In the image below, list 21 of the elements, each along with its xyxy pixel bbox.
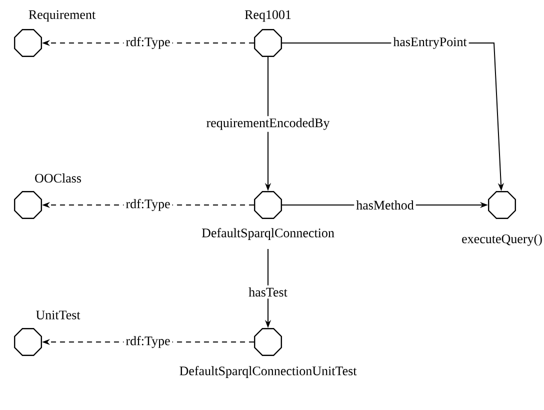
octagon-node: Req1001 <box>244 10 291 57</box>
edge-label: hasTest <box>246 285 290 299</box>
edge-label: rdf:Type <box>124 35 172 51</box>
octagon-node: DefaultSparqlConnection <box>202 191 334 240</box>
octagon-node: Requirement <box>14 10 96 57</box>
node-label: Req1001 <box>244 10 291 22</box>
octagon-node: UnitTest <box>14 310 80 356</box>
octagon-node: DefaultSparqlConnectionUnitTest <box>180 328 357 378</box>
node-label: DefaultSparqlConnection <box>202 228 334 240</box>
octagon-node: OOClass <box>14 173 82 219</box>
edge-label: hasEntryPoint <box>391 35 469 51</box>
edge-label: rdf:Type <box>124 334 172 350</box>
node-label: Requirement <box>28 10 96 22</box>
node-label: DefaultSparqlConnectionUnitTest <box>180 366 357 378</box>
node-label: executeQuery() <box>462 234 542 246</box>
edge-label: requirementEncodedBy <box>204 116 332 132</box>
node-label: UnitTest <box>36 310 80 320</box>
edge-label: rdf:Type <box>124 197 172 213</box>
node-label: OOClass <box>35 173 82 183</box>
edge-label: hasMethod <box>354 198 416 212</box>
octagon-node: executeQuery() <box>462 191 542 246</box>
